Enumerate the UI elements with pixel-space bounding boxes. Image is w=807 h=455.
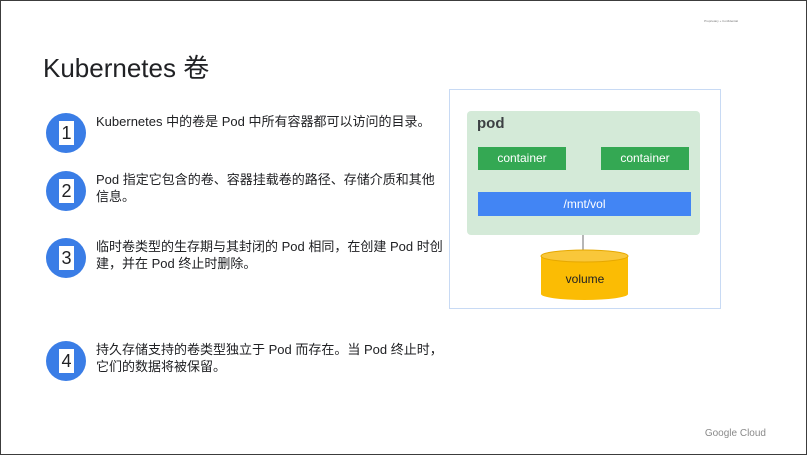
step-2: 2 Pod 指定它包含的卷、容器挂载卷的路径、存储介质和其他信息。 [46,171,446,215]
step-text: 持久存储支持的卷类型独立于 Pod 而存在。当 Pod 终止时，它们的数据将被保… [96,342,443,374]
step-text: Kubernetes 中的卷是 Pod 中所有容器都可以访问的目录。 [96,114,431,129]
container-box: container [478,147,566,170]
diagram-connectors [521,170,646,300]
step-1: 1 Kubernetes 中的卷是 Pod 中所有容器都可以访问的目录。 [46,113,446,157]
step-number: 4 [59,349,74,373]
step-number-badge: 1 [46,113,86,153]
volume-label: volume [565,272,605,286]
step-4: 4 持久存储支持的卷类型独立于 Pod 而存在。当 Pod 终止时，它们的数据将… [46,341,446,385]
step-number: 1 [59,121,74,145]
container-box: container [601,147,689,170]
step-text: 临时卷类型的生存期与其封闭的 Pod 相同，在创建 Pod 时创建，并在 Pod… [96,239,443,271]
step-number: 3 [59,246,74,270]
step-number-badge: 4 [46,341,86,381]
google-cloud-logo: Google Cloud [704,428,766,439]
pod-box: pod container container /mnt/vol [467,111,700,235]
volume-cylinder-icon [540,249,629,300]
pod-label: pod [477,115,505,132]
step-number-badge: 3 [46,238,86,278]
confidential-tag: Proprietary + Confidential [704,19,738,23]
page-title: Kubernetes 卷 [43,53,210,83]
step-number-badge: 2 [46,171,86,211]
step-text: Pod 指定它包含的卷、容器挂载卷的路径、存储介质和其他信息。 [96,172,435,204]
pod-volume-diagram: pod container container /mnt/vol volume [449,89,721,309]
step-number: 2 [59,179,74,203]
mount-path-bar: /mnt/vol [478,192,691,216]
step-3: 3 临时卷类型的生存期与其封闭的 Pod 相同，在创建 Pod 时创建，并在 P… [46,238,446,282]
